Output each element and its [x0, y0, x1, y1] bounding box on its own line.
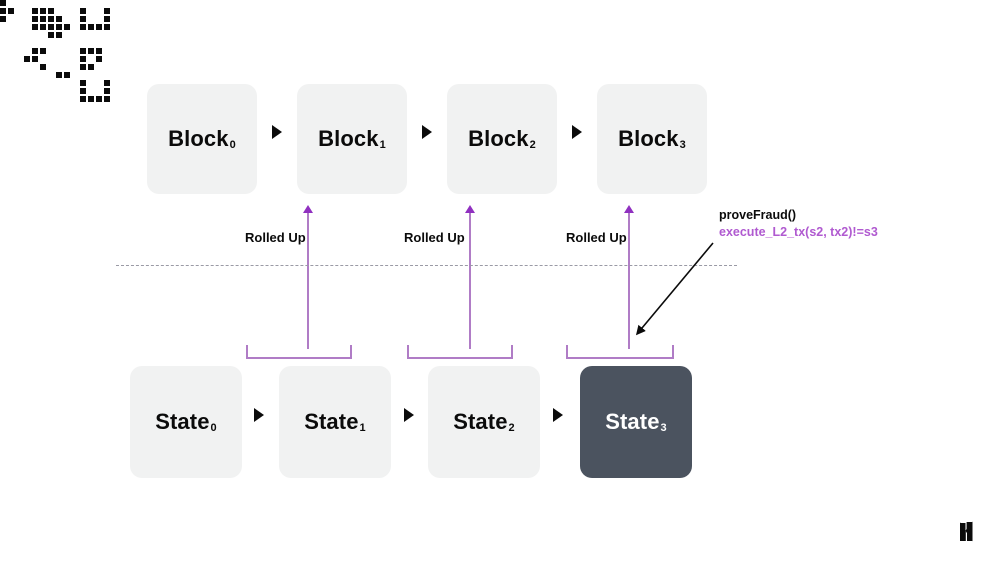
- state-node-index: 2: [508, 422, 515, 434]
- qr-cell: [48, 16, 54, 22]
- state-node-chain-arrow-icon: [553, 408, 563, 422]
- block-node-index: 2: [529, 139, 536, 151]
- state-bracket: [407, 345, 513, 359]
- qr-cell: [80, 88, 86, 94]
- qr-cell: [56, 24, 62, 30]
- block-node-chain-arrow-icon: [572, 125, 582, 139]
- qr-cell: [96, 56, 102, 62]
- state-bracket: [566, 345, 674, 359]
- rolled-up-arrow-line: [628, 211, 630, 349]
- block-node-3[interactable]: Block3: [597, 84, 707, 194]
- near-logo-icon: [960, 521, 973, 542]
- state-node-1[interactable]: State1: [279, 366, 391, 478]
- qr-cell: [48, 32, 54, 38]
- qr-cell: [24, 56, 30, 62]
- rolled-up-arrow-head-icon: [624, 205, 634, 213]
- qr-cell: [32, 16, 38, 22]
- qr-cell: [80, 80, 86, 86]
- qr-cell: [104, 96, 110, 102]
- qr-cell: [104, 80, 110, 86]
- qr-cell: [40, 64, 46, 70]
- qr-cell: [40, 8, 46, 14]
- state-node-label: State0: [155, 409, 217, 434]
- prove-fraud-annotation: proveFraud() execute_L2_tx(s2, tx2)!=s3: [719, 207, 878, 241]
- qr-cell: [80, 8, 86, 14]
- block-node-1[interactable]: Block1: [297, 84, 407, 194]
- rolled-up-label: Rolled Up: [404, 230, 465, 245]
- qr-cell: [80, 48, 86, 54]
- state-node-0[interactable]: State0: [130, 366, 242, 478]
- block-node-2[interactable]: Block2: [447, 84, 557, 194]
- qr-cell: [0, 8, 6, 14]
- rolled-up-label: Rolled Up: [566, 230, 627, 245]
- block-node-label: Block3: [618, 126, 686, 151]
- qr-cell: [32, 48, 38, 54]
- qr-cell: [96, 48, 102, 54]
- qr-cell: [88, 96, 94, 102]
- state-node-index: 1: [359, 422, 366, 434]
- qr-cell: [8, 8, 14, 14]
- prove-fraud-title: proveFraud(): [719, 208, 797, 222]
- qr-cell: [80, 56, 86, 62]
- qr-cell: [80, 64, 86, 70]
- qr-cell: [80, 96, 86, 102]
- qr-cell: [0, 0, 6, 6]
- qr-cell: [80, 24, 86, 30]
- state-node-label: State2: [453, 409, 515, 434]
- qr-cell: [48, 8, 54, 14]
- rolled-up-arrow-line: [307, 211, 309, 349]
- qr-cell: [80, 16, 86, 22]
- state-node-chain-arrow-icon: [254, 408, 264, 422]
- block-node-chain-arrow-icon: [272, 125, 282, 139]
- state-node-3[interactable]: State3: [580, 366, 692, 478]
- qr-cell: [104, 24, 110, 30]
- block-node-label: Block2: [468, 126, 536, 151]
- block-node-label: Block0: [168, 126, 236, 151]
- rolled-up-label: Rolled Up: [245, 230, 306, 245]
- qr-cell: [48, 24, 54, 30]
- qr-cell: [64, 72, 70, 78]
- rolled-up-arrow-head-icon: [465, 205, 475, 213]
- prove-fraud-expression: execute_L2_tx(s2, tx2)!=s3: [719, 224, 878, 239]
- state-node-2[interactable]: State2: [428, 366, 540, 478]
- state-node-index: 3: [660, 422, 667, 434]
- state-node-label: State3: [605, 409, 667, 434]
- block-node-index: 0: [229, 139, 236, 151]
- state-node-index: 0: [210, 422, 217, 434]
- block-node-index: 1: [379, 139, 386, 151]
- qr-cell: [104, 16, 110, 22]
- qr-cell: [64, 24, 70, 30]
- qr-cell: [32, 8, 38, 14]
- qr-cell: [96, 96, 102, 102]
- qr-cell: [0, 16, 6, 22]
- qr-cell: [32, 24, 38, 30]
- block-node-0[interactable]: Block0: [147, 84, 257, 194]
- qr-cell: [56, 32, 62, 38]
- rolled-up-arrow-head-icon: [303, 205, 313, 213]
- qr-cell: [104, 88, 110, 94]
- layer-divider-line: [116, 265, 737, 266]
- qr-cell: [88, 64, 94, 70]
- block-node-index: 3: [679, 139, 686, 151]
- qr-cell: [56, 16, 62, 22]
- block-node-chain-arrow-icon: [422, 125, 432, 139]
- qr-cell: [40, 48, 46, 54]
- qr-cell: [40, 16, 46, 22]
- state-node-chain-arrow-icon: [404, 408, 414, 422]
- qr-cell: [96, 24, 102, 30]
- qr-cell: [88, 24, 94, 30]
- qr-cell: [104, 8, 110, 14]
- state-bracket: [246, 345, 352, 359]
- qr-cell: [40, 24, 46, 30]
- block-node-label: Block1: [318, 126, 386, 151]
- qr-cell: [56, 72, 62, 78]
- qr-cell: [88, 48, 94, 54]
- qr-cell: [32, 56, 38, 62]
- state-node-label: State1: [304, 409, 366, 434]
- rolled-up-arrow-line: [469, 211, 471, 349]
- qr-code-fragment-icon: [0, 0, 130, 130]
